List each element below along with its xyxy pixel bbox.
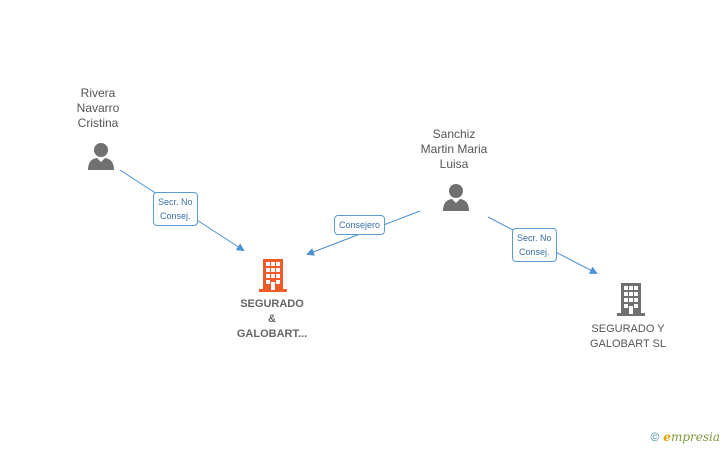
company-label-segurado-sl[interactable]: SEGURADO Y GALOBART SL (578, 322, 678, 352)
label-line: & (268, 313, 276, 325)
label-line: Navarro (76, 101, 120, 115)
label-line: Luisa (439, 157, 469, 171)
edge-label-line: Consej. (519, 247, 550, 257)
person-label-rivera[interactable]: Rivera Navarro Cristina (58, 86, 138, 131)
person-label-sanchiz[interactable]: Sanchiz Martin Maria Luisa (404, 127, 504, 172)
edge-label-sanchiz-to-main[interactable]: Consejero (334, 215, 386, 235)
empresia-watermark: ©empresia (650, 430, 720, 444)
building-icon[interactable] (259, 259, 287, 292)
label-line: Rivera (80, 86, 116, 100)
label-line: Martin Maria (420, 142, 488, 156)
label-line: SEGURADO Y (591, 323, 665, 335)
copyright-symbol: © (650, 430, 660, 444)
edge-label-line: Secr. No (517, 233, 552, 243)
label-line: GALOBART... (236, 328, 308, 340)
brand-initial: e (663, 430, 671, 444)
company-label-segurado-main[interactable]: SEGURADO & GALOBART... (222, 297, 322, 342)
building-icon[interactable] (617, 283, 645, 316)
brand-name: mpresia (670, 430, 720, 444)
label-line: SEGURADO (240, 298, 304, 310)
label-line: Cristina (77, 116, 119, 130)
edge-label-line: Consejero (339, 220, 381, 230)
label-line: Sanchiz (432, 127, 476, 141)
person-icon[interactable] (443, 184, 469, 211)
edge-label-line: Secr. No (158, 197, 193, 207)
edge-label-rivera-to-main[interactable]: Secr. No Consej. (153, 192, 198, 226)
label-line: GALOBART SL (589, 338, 667, 350)
person-icon[interactable] (88, 143, 114, 170)
edge-label-line: Consej. (160, 211, 191, 221)
edge-label-sanchiz-to-sl[interactable]: Secr. No Consej. (512, 228, 557, 262)
